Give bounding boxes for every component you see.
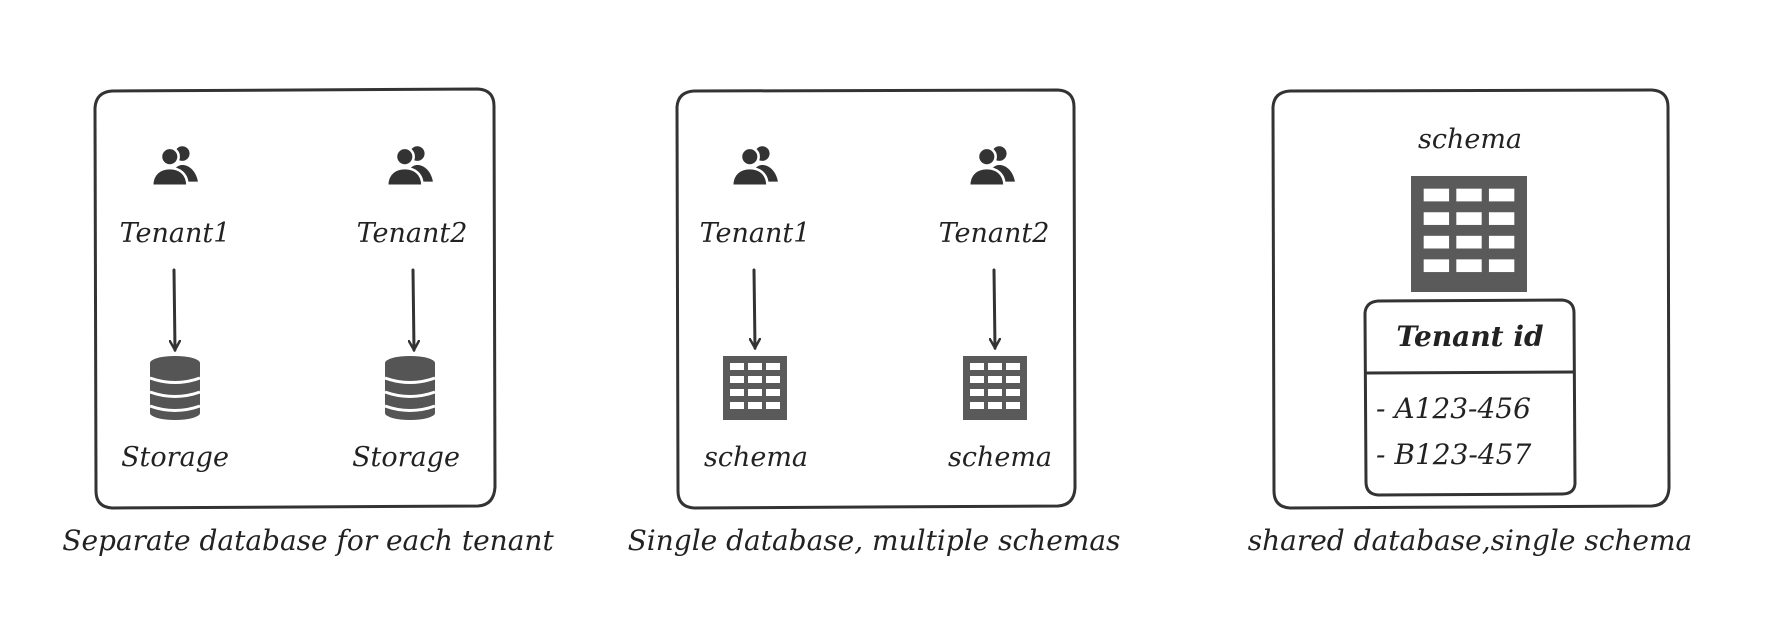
panel-caption: shared database,single schema bbox=[1248, 524, 1693, 557]
users-icon bbox=[385, 144, 435, 186]
schema-label: schema bbox=[948, 442, 1052, 473]
table-icon bbox=[963, 356, 1027, 420]
storage-label: Storage bbox=[352, 442, 460, 473]
table-header: Tenant id bbox=[1396, 320, 1543, 353]
tenant-label: Tenant2 bbox=[939, 218, 1050, 249]
schema-label: schema bbox=[704, 442, 808, 473]
schema-label: schema bbox=[1418, 124, 1522, 155]
tenant-id-table: Tenant id - A123-456 - B123-457 bbox=[1363, 298, 1577, 497]
table-frame bbox=[1363, 298, 1577, 497]
arrow bbox=[754, 268, 755, 348]
panel-single-schema: schema Tenant id - A123-456 - B123-457 s… bbox=[1248, 88, 1693, 557]
table-row: - A123-456 bbox=[1376, 392, 1531, 425]
arrow bbox=[174, 268, 175, 350]
database-icon bbox=[148, 354, 202, 420]
storage-label: Storage bbox=[121, 442, 229, 473]
tenant-label: Tenant2 bbox=[357, 218, 468, 249]
arrow bbox=[413, 268, 414, 350]
users-icon bbox=[967, 144, 1017, 186]
panel-frame bbox=[675, 88, 1077, 510]
users-icon bbox=[150, 144, 200, 186]
table-icon bbox=[723, 356, 787, 420]
panel-caption: Separate database for each tenant bbox=[62, 524, 554, 557]
panel-multiple-schemas: Tenant1 schema Tenant2 schema Single dat… bbox=[628, 88, 1121, 557]
table-row: - B123-457 bbox=[1376, 438, 1531, 471]
tenant-label: Tenant1 bbox=[700, 218, 811, 249]
table-divider bbox=[1364, 370, 1576, 375]
panel-caption: Single database, multiple schemas bbox=[628, 524, 1121, 557]
database-icon bbox=[383, 354, 437, 420]
panel-frame bbox=[93, 87, 497, 510]
arrow bbox=[994, 268, 995, 348]
panel-separate-database: Tenant1 Storage Tenant2 Storage Separate… bbox=[62, 87, 554, 557]
users-icon bbox=[730, 144, 780, 186]
tenant-label: Tenant1 bbox=[120, 218, 231, 249]
table-icon bbox=[1411, 176, 1527, 292]
panel-frame bbox=[1271, 88, 1671, 510]
